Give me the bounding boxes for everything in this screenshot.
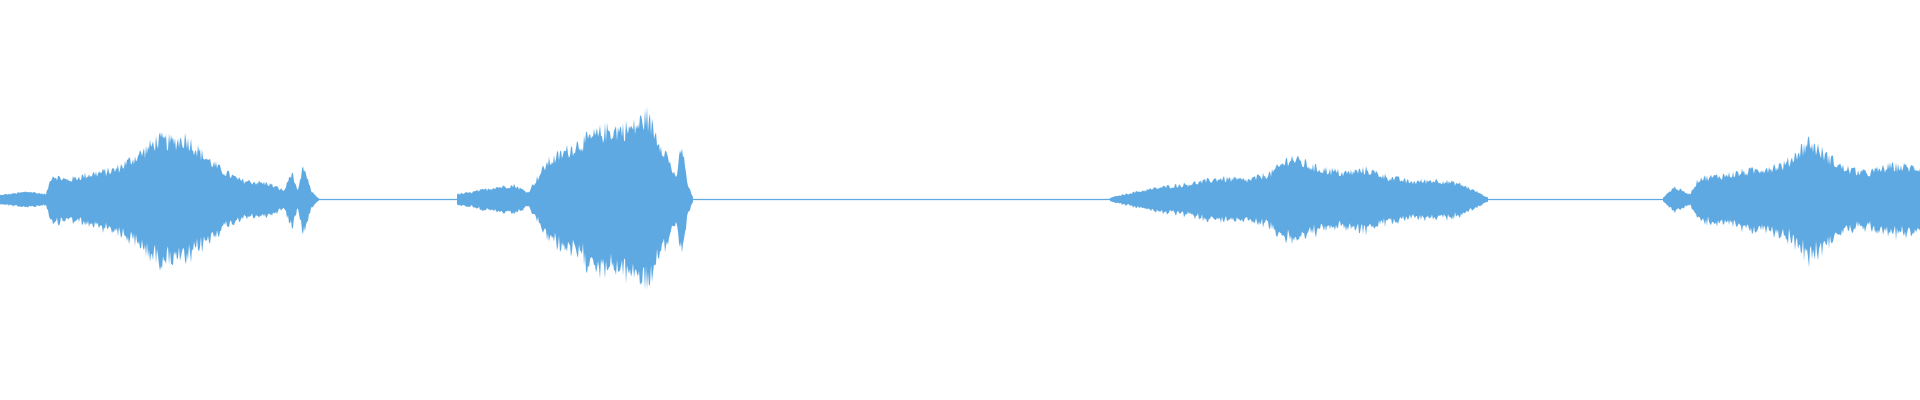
- waveform-segments: [0, 106, 1920, 291]
- waveform-segment-1: [0, 132, 319, 271]
- waveform-segment-4: [1663, 136, 1920, 268]
- waveform-segment-2: [457, 106, 693, 291]
- waveform-segment-3: [1110, 155, 1488, 245]
